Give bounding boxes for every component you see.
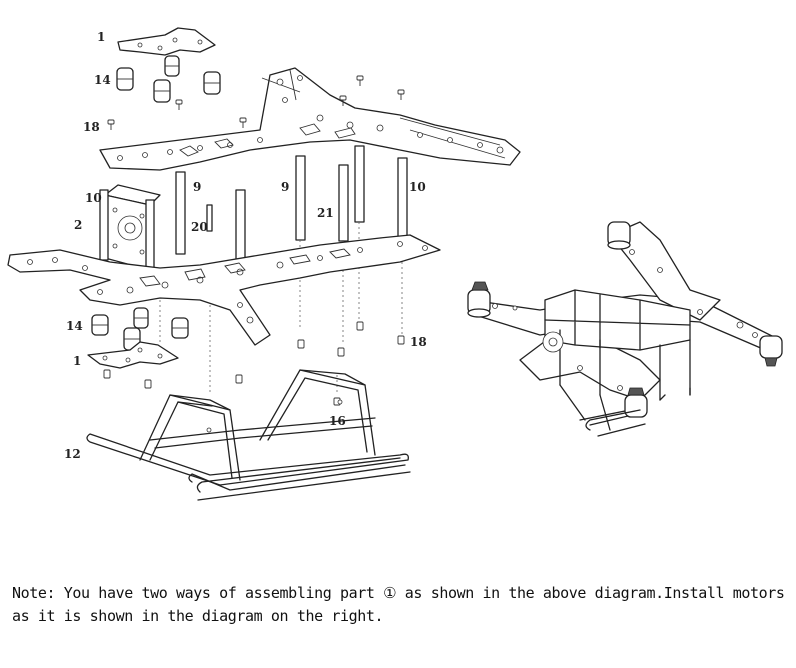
label-part-18-right: 18 [410,335,427,349]
camera-mount-plate-bottom [87,341,179,369]
label-part-9-mid: 9 [281,180,289,194]
label-part-16: 16 [329,414,346,428]
label-part-2: 2 [74,218,82,232]
landing-gear [86,369,411,501]
label-part-20: 20 [191,220,208,234]
label-part-10-right: 10 [409,180,426,194]
label-part-12: 12 [64,447,81,461]
assembly-note: Note: You have two ways of assembling pa… [12,584,785,625]
label-part-9-left: 9 [193,180,201,194]
label-part-1-bottom: 1 [73,354,81,368]
camera-bracket [99,184,161,273]
motor-front-left [467,281,491,318]
label-part-21: 21 [317,206,334,220]
bottom-frame-plate [7,234,441,346]
standoffs [175,145,408,271]
top-screws [107,75,405,130]
damper-balls-top [116,55,221,103]
camera-mount-plate-top [117,27,216,56]
top-frame-plate [99,67,521,171]
exploded-assembly-diagram: 1 14 18 10 9 9 10 2 20 21 14 1 18 16 12 [7,27,783,501]
assembled-quadcopter [467,221,783,437]
motor-rear-right [759,335,783,367]
label-part-18-left: 18 [83,120,100,134]
label-part-14-top: 14 [94,73,111,87]
label-part-14-bottom: 14 [66,319,83,333]
label-part-10-left: 10 [85,191,102,205]
label-part-1-top: 1 [97,30,105,44]
motor-front-right [607,221,631,250]
